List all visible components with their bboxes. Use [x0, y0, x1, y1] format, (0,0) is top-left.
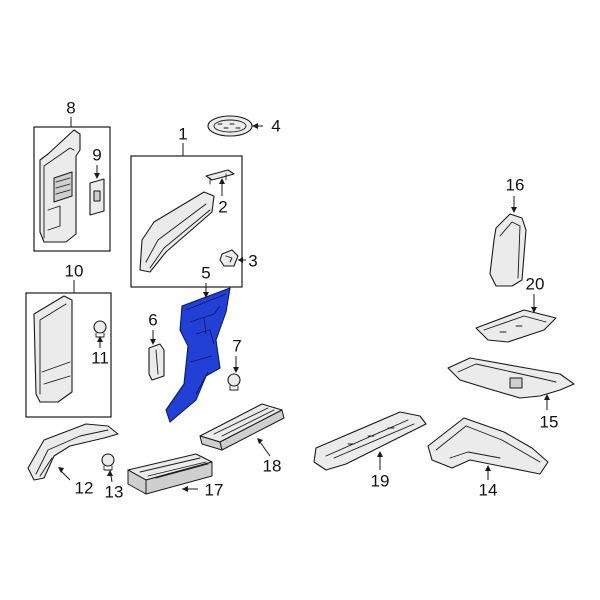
group-box-8 — [33, 126, 111, 252]
group-box-1 — [130, 155, 243, 288]
callout-4: 4 — [271, 117, 280, 136]
callout-7: 7 — [232, 337, 241, 356]
callout-1: 1 — [178, 125, 187, 144]
part-2-clip[interactable] — [205, 169, 235, 185]
part-6-cover[interactable] — [148, 343, 165, 381]
part-8-trim-panel[interactable] — [39, 129, 81, 243]
part-13-clip[interactable] — [101, 453, 115, 471]
callout-18: 18 — [263, 457, 282, 476]
part-5-body — [165, 287, 231, 423]
part-20-bracket[interactable] — [475, 309, 557, 343]
callout-6: 6 — [148, 311, 157, 330]
part-9-clip-panel[interactable] — [89, 178, 105, 216]
callout-14: 14 — [479, 481, 498, 500]
callout-5: 5 — [201, 264, 210, 283]
part-4-emblem[interactable] — [207, 115, 253, 137]
part-11-clip[interactable] — [93, 320, 107, 338]
part-19-bracket[interactable] — [313, 411, 427, 471]
part-3-clip[interactable] — [219, 249, 239, 267]
part-16-pillar-trim[interactable] — [489, 213, 527, 287]
callout-10: 10 — [65, 262, 84, 281]
part-15-rear-trim[interactable] — [447, 357, 575, 399]
callout-13: 13 — [105, 483, 124, 502]
callout-8: 8 — [66, 99, 75, 118]
part-7-clip[interactable] — [227, 373, 241, 391]
callout-11: 11 — [91, 349, 109, 368]
callout-20: 20 — [526, 275, 545, 294]
callout-16: 16 — [506, 176, 525, 195]
part-12-sill-trim[interactable] — [27, 423, 119, 481]
callout-2: 2 — [218, 198, 227, 217]
part-17-scuff-plate[interactable] — [127, 453, 213, 495]
callout-19: 19 — [371, 472, 390, 491]
callout-15: 15 — [540, 413, 559, 432]
part-14-floor-trim[interactable] — [427, 417, 549, 475]
callout-12: 12 — [75, 479, 94, 498]
part-10-pillar-trim[interactable] — [33, 295, 73, 403]
group-box-10 — [25, 292, 112, 418]
part-1-pillar-trim[interactable] — [139, 191, 215, 273]
callout-17: 17 — [205, 481, 224, 500]
callout-3: 3 — [248, 252, 257, 271]
part-5-highlighted-trim[interactable] — [165, 287, 231, 423]
callout-9: 9 — [92, 146, 101, 165]
part-18-scuff-plate[interactable] — [199, 403, 285, 451]
